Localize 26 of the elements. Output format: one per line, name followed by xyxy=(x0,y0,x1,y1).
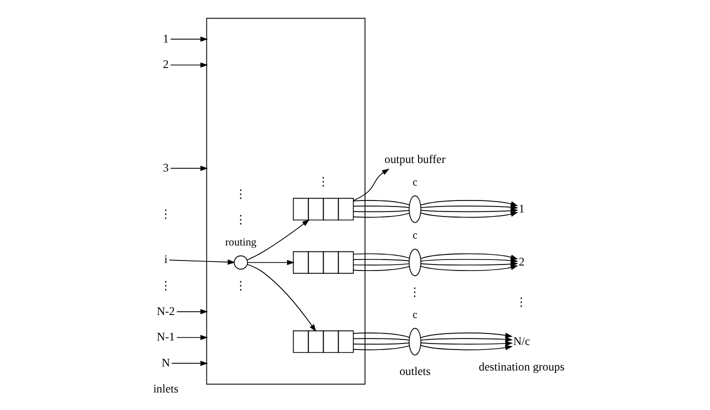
node-label: c xyxy=(412,308,418,321)
node-text: N-2 xyxy=(156,304,175,318)
node-label: c xyxy=(412,230,418,242)
node-text: N xyxy=(162,356,170,370)
label: ⋮ xyxy=(234,187,247,200)
label: ⋮ xyxy=(409,286,421,299)
node-text: 1 xyxy=(518,202,525,216)
node-text: N/c xyxy=(513,334,530,348)
label: ⋮ xyxy=(160,207,172,220)
label: ⋮ xyxy=(234,213,247,226)
node-text: 2 xyxy=(162,58,169,72)
node-label: routing xyxy=(225,236,256,248)
label: destination groups xyxy=(478,360,565,374)
label: ⋮ xyxy=(317,174,330,188)
node-label: c xyxy=(412,176,418,188)
label: ⋮ xyxy=(516,296,528,309)
node-text: output buffer xyxy=(384,153,446,166)
label: ⋮ xyxy=(234,278,247,292)
label: inlets xyxy=(153,382,178,396)
node-text: N-1 xyxy=(156,330,175,344)
node-text: i xyxy=(164,253,168,266)
node-text: 2 xyxy=(518,256,525,269)
label: ⋮ xyxy=(160,278,172,292)
node-text: 1 xyxy=(162,32,169,46)
node-text: 3 xyxy=(162,161,169,174)
label: outlets xyxy=(399,364,431,378)
